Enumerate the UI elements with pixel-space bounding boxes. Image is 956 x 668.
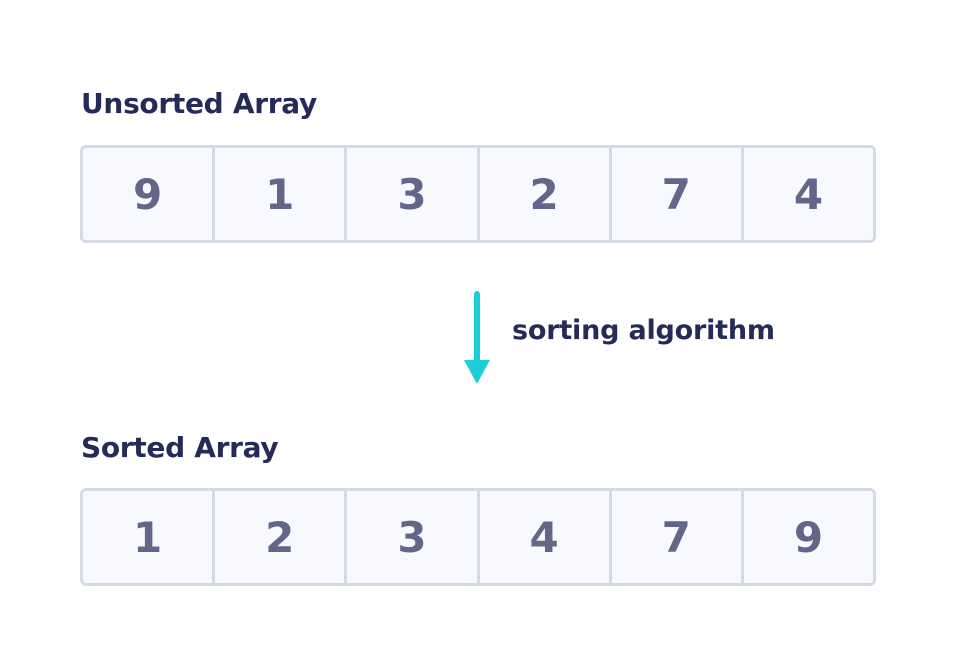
unsorted-array-cell: 4 (793, 169, 824, 219)
sorted-array-cell: 9 (793, 512, 824, 562)
down-arrow-icon (464, 291, 490, 384)
unsorted-array: 9 1 3 2 7 4 (80, 145, 876, 243)
sorted-array-cell: 3 (347, 491, 480, 583)
sorted-array-cell: 7 (612, 491, 744, 583)
unsorted-array-cell: 3 (347, 148, 480, 240)
unsorted-array-cell: 2 (480, 148, 612, 240)
sorted-array-cell: 2 (215, 491, 348, 583)
sorted-array-cell: 4 (480, 491, 612, 583)
unsorted-array-cell: 7 (612, 148, 744, 240)
unsorted-array-title: Unsorted Array (81, 87, 317, 120)
unsorted-array-cell: 1 (215, 148, 348, 240)
sorted-array-cell: 1 (83, 491, 216, 583)
arrow-head (464, 360, 490, 384)
sorted-array: 1 2 3 4 7 9 (80, 488, 876, 586)
sorting-algorithm-label: sorting algorithm (512, 315, 775, 346)
unsorted-array-cell: 9 (83, 148, 216, 240)
sorted-array-title: Sorted Array (81, 431, 279, 464)
